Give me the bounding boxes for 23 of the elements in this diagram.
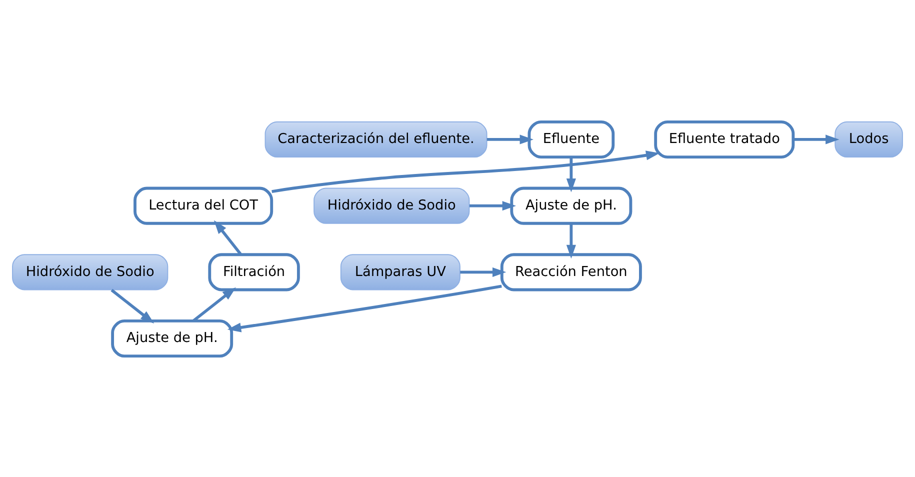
node-box: Lodos — [834, 120, 903, 158]
node-box: Ajuste de pH. — [510, 186, 632, 224]
node-box: Ajuste de pH. — [111, 319, 234, 358]
node-box: Lectura del COT — [134, 186, 274, 224]
node-box: Lámparas UV — [340, 254, 460, 290]
arrow — [566, 156, 576, 192]
arrow — [566, 223, 576, 258]
node-box: Efluente tratado — [654, 120, 795, 158]
arrow — [460, 266, 506, 276]
arrow — [469, 200, 516, 210]
arrow — [110, 288, 154, 323]
node-box: Hidróxido de Sodio — [314, 187, 470, 224]
node-box: Reacción Fenton — [500, 252, 642, 291]
arrow — [227, 284, 502, 332]
arrow — [272, 150, 660, 192]
node-box: Hidróxido de Sodio — [12, 254, 168, 290]
arrow — [214, 220, 242, 255]
arrow — [192, 286, 236, 322]
arrow — [486, 134, 534, 144]
arrow — [793, 134, 840, 144]
node-box: Caracterización del efluente. — [264, 120, 488, 158]
node-box: Filtración — [208, 252, 300, 291]
node-box: Efluente — [528, 120, 615, 158]
